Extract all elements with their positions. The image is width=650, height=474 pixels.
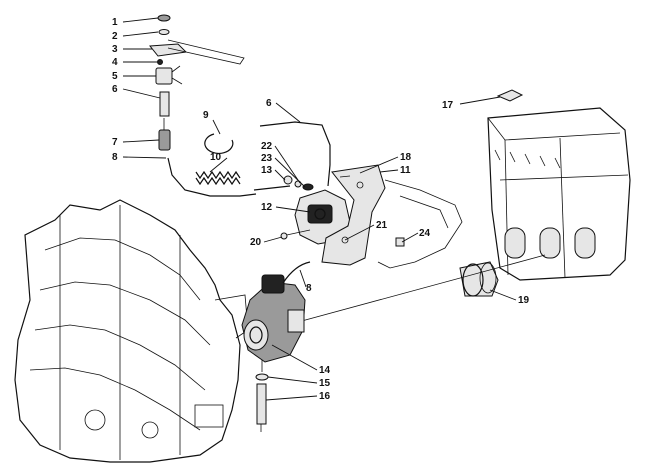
callout-7: 7 bbox=[112, 137, 118, 148]
fasteners bbox=[280, 175, 405, 247]
callout-23: 23 bbox=[261, 153, 273, 164]
chassis-outline bbox=[377, 179, 463, 269]
callout-3: 3 bbox=[112, 44, 118, 55]
pump-bracket bbox=[321, 164, 386, 266]
callout-8-carb: 8 bbox=[306, 283, 312, 294]
spring bbox=[195, 170, 241, 186]
clamp-ring bbox=[204, 133, 234, 154]
callout-1: 1 bbox=[112, 17, 118, 28]
fuel-hoses bbox=[167, 121, 331, 197]
callout-21: 21 bbox=[376, 220, 388, 231]
callout-22: 22 bbox=[261, 141, 273, 152]
callout-24: 24 bbox=[419, 228, 431, 239]
callout-9: 9 bbox=[203, 110, 209, 121]
callout-14: 14 bbox=[319, 365, 331, 376]
callout-6-hose: 6 bbox=[266, 98, 272, 109]
carburetor bbox=[241, 261, 311, 372]
callout-11: 11 bbox=[400, 165, 411, 176]
callout-12: 12 bbox=[261, 202, 273, 213]
callout-8: 8 bbox=[112, 152, 118, 163]
drain-hose bbox=[255, 373, 269, 432]
callout-13: 13 bbox=[261, 165, 273, 176]
callout-18: 18 bbox=[400, 152, 412, 163]
callout-4: 4 bbox=[112, 57, 118, 68]
callout-20: 20 bbox=[250, 237, 262, 248]
callout-5: 5 bbox=[112, 71, 118, 82]
callout-2: 2 bbox=[112, 31, 118, 42]
callout-10: 10 bbox=[210, 152, 222, 163]
intake-axis-line bbox=[297, 254, 546, 323]
callout-16: 16 bbox=[319, 391, 331, 402]
primer-assembly bbox=[149, 14, 245, 151]
callout-6: 6 bbox=[112, 84, 118, 95]
leader-lines bbox=[122, 17, 517, 401]
engine-block bbox=[14, 199, 249, 463]
airbox bbox=[487, 107, 631, 281]
callout-17: 17 bbox=[442, 100, 454, 111]
airbox-clip bbox=[496, 89, 524, 102]
callout-15: 15 bbox=[319, 378, 331, 389]
callout-19: 19 bbox=[518, 295, 530, 306]
